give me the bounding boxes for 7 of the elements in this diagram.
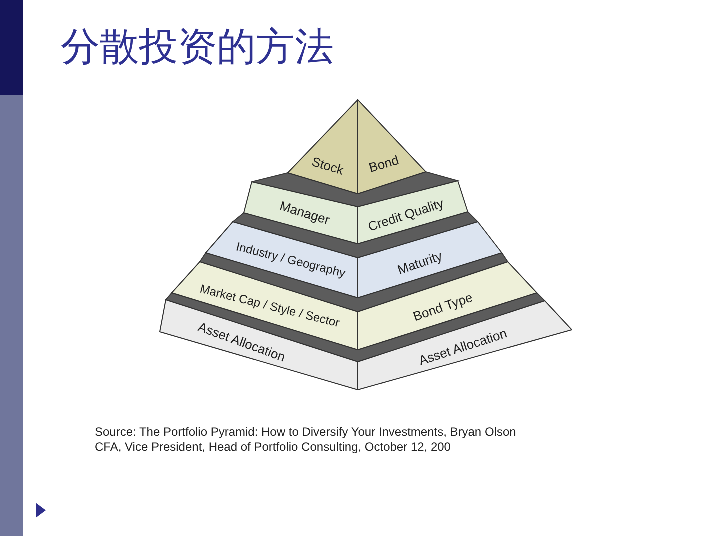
tier-label: Bond <box>367 152 401 176</box>
tier-label: Stock <box>310 154 346 178</box>
source-caption: Source: The Portfolio Pyramid: How to Diversify Your Investments, Bryan Olson CFA, Vice President, Head of Portfolio Consulting, October 12, 200 <box>95 425 518 455</box>
tier-label: Maturity <box>396 248 444 278</box>
tier-label: Credit Quality <box>366 196 446 234</box>
slide-title: 分散投资的方法 <box>61 25 334 71</box>
tier-label: Bond Type <box>411 290 475 324</box>
